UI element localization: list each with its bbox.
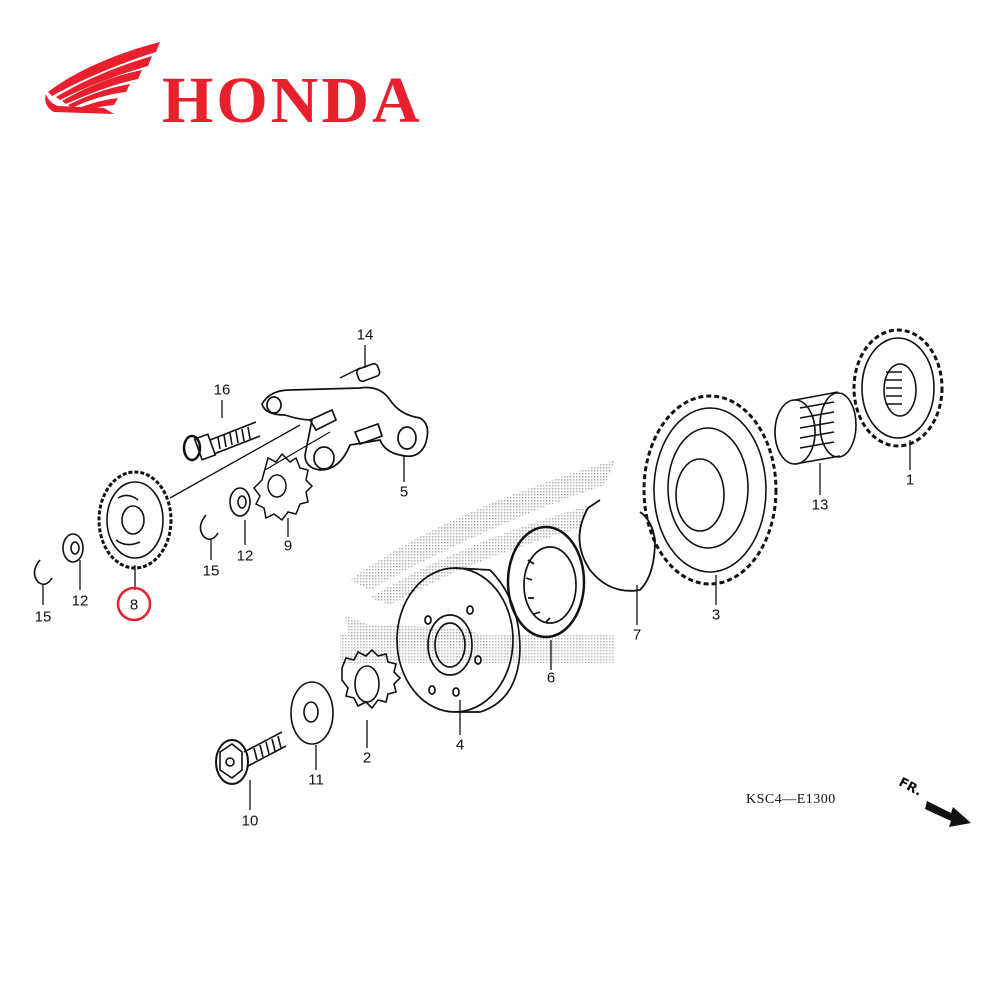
callout-13[interactable]: 13 — [811, 496, 829, 514]
callout-12-mid[interactable]: 12 — [236, 547, 254, 565]
callout-16[interactable]: 16 — [213, 381, 231, 399]
callout-1[interactable]: 1 — [905, 471, 915, 489]
brand-name: HONDA — [162, 64, 423, 137]
drawing-code: KSC4—E1300 — [746, 792, 836, 807]
callout-3[interactable]: 3 — [711, 606, 721, 624]
callout-12-left[interactable]: 12 — [71, 592, 89, 610]
callout-4[interactable]: 4 — [455, 736, 465, 754]
callout-6[interactable]: 6 — [546, 669, 556, 687]
callout-8-highlighted[interactable]: 8 — [129, 596, 139, 614]
callout-2[interactable]: 2 — [362, 749, 372, 767]
callout-11[interactable]: 11 — [308, 771, 324, 789]
callout-9[interactable]: 9 — [283, 537, 293, 555]
callout-10[interactable]: 10 — [241, 812, 259, 830]
callout-14[interactable]: 14 — [356, 326, 374, 344]
part-8-gear — [97, 470, 173, 570]
callout-15-mid[interactable]: 15 — [202, 562, 220, 580]
callout-15-left[interactable]: 15 — [34, 608, 52, 626]
honda-wing-icon — [45, 42, 160, 114]
front-arrow-icon — [925, 801, 971, 827]
callout-7[interactable]: 7 — [632, 626, 642, 644]
callout-5[interactable]: 5 — [399, 483, 409, 501]
